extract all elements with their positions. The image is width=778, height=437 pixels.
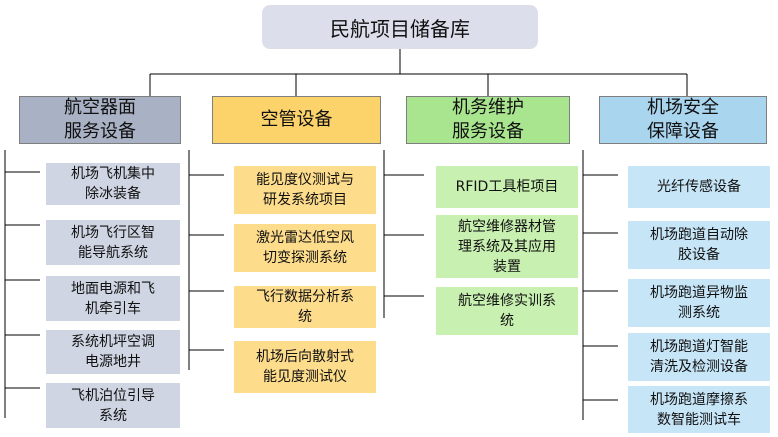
category-maintenance-service: 机务维护 服务设备 xyxy=(406,96,570,144)
root-node: 民航项目储备库 xyxy=(262,5,538,49)
item-visibility-test: 能见度仪测试与 研发系统项目 xyxy=(234,166,376,214)
item-smart-navigation: 机场飞行区智 能导航系统 xyxy=(46,220,180,265)
category-atc-equipment: 空管设备 xyxy=(212,96,381,144)
item-runway-light-cleaning: 机场跑道灯智能 清洗及检测设备 xyxy=(628,333,770,381)
item-lidar-windshear: 激光雷达低空风 切变探测系统 xyxy=(234,224,376,272)
item-rfid-toolbox: RFID工具柜项目 xyxy=(436,166,578,208)
item-maintenance-materials: 航空维修器材管 理系统及其应用 装置 xyxy=(436,215,578,278)
item-docking-guidance: 飞机泊位引导 系统 xyxy=(46,383,180,428)
category-airport-safety: 机场安全 保障设备 xyxy=(599,96,767,144)
item-backscatter-visibility: 机场后向散射式 能见度测试仪 xyxy=(234,341,376,393)
item-deicing: 机场飞机集中 除冰装备 xyxy=(46,163,180,205)
item-ground-power-tug: 地面电源和飞 机牵引车 xyxy=(46,276,180,321)
item-fiber-sensor: 光纤传感设备 xyxy=(628,166,770,208)
item-friction-test-vehicle: 机场跑道摩擦系 数智能测试车 xyxy=(628,386,770,433)
item-apron-ac-pit: 系统机坪空调 电源地井 xyxy=(46,330,180,374)
item-fod-detection: 机场跑道异物监 测系统 xyxy=(628,279,770,327)
category-aircraft-service: 航空器面 服务设备 xyxy=(19,96,181,144)
item-rubber-removal: 机场跑道自动除 胶设备 xyxy=(628,221,770,269)
item-maintenance-training: 航空维修实训系 统 xyxy=(436,287,578,335)
item-flight-data-analysis: 飞行数据分析系 统 xyxy=(234,286,376,328)
